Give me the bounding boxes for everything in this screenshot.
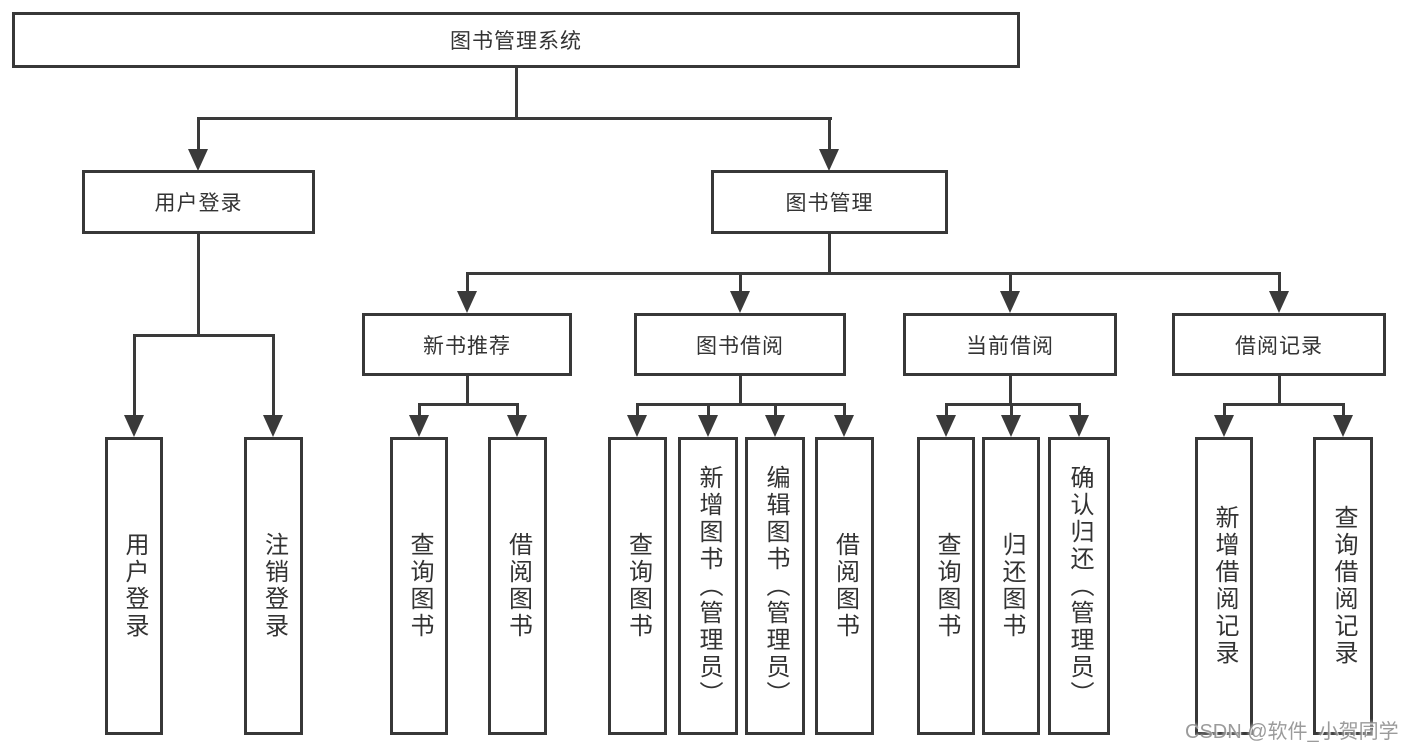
connector-drop-query-borrow-record bbox=[1342, 403, 1345, 417]
connector-drop-query-books-2 bbox=[636, 403, 639, 417]
connector-book-borrowing-stem bbox=[739, 376, 742, 406]
node-label: 用户登录 bbox=[154, 192, 243, 215]
node-label: 用户登录 bbox=[121, 532, 148, 640]
arrowhead-query-books-3 bbox=[936, 415, 956, 437]
node-label: 新增借阅记录 bbox=[1211, 505, 1238, 667]
arrowhead-query-books-2 bbox=[627, 415, 647, 437]
connector-drop-edit-books bbox=[774, 403, 777, 417]
leaf-borrow-books-2: 借阅图书 bbox=[815, 437, 874, 735]
connector-user-login-stem bbox=[197, 234, 200, 336]
connector-drop-book-management bbox=[828, 117, 831, 151]
leaf-query-books-2: 查询图书 bbox=[608, 437, 667, 735]
leaf-add-borrow-record: 新增借阅记录 bbox=[1195, 437, 1253, 735]
leaf-confirm-return-admin: 确认归还（管理员） bbox=[1048, 437, 1110, 735]
connector-borrowing-records-stem bbox=[1278, 376, 1281, 406]
watermark: CSDN @软件_小贺同学 bbox=[1185, 721, 1399, 743]
node-book-borrowing: 图书借阅 bbox=[634, 313, 846, 376]
connector-user-login-branch bbox=[133, 334, 275, 337]
connector-drop-new-book-recommendation bbox=[466, 272, 469, 292]
connector-book-management-stem bbox=[828, 234, 831, 275]
arrowhead-edit-books bbox=[765, 415, 785, 437]
connector-borrowing-records-branch bbox=[1223, 403, 1345, 406]
leaf-query-books-1: 查询图书 bbox=[390, 437, 448, 735]
arrowhead-borrow-books-1 bbox=[507, 415, 527, 437]
connector-drop-leaf-logout bbox=[272, 334, 275, 416]
node-label: 图书借阅 bbox=[696, 334, 784, 358]
connector-drop-confirm-return bbox=[1078, 403, 1081, 417]
leaf-edit-books-admin: 编辑图书（管理员） bbox=[745, 437, 805, 735]
node-label: 图书管理 bbox=[785, 192, 874, 215]
node-label: 借阅图书 bbox=[831, 532, 859, 640]
connector-root-stem bbox=[515, 68, 518, 120]
arrowhead-book-borrowing bbox=[730, 291, 750, 313]
node-label: 编辑图书（管理员） bbox=[762, 464, 789, 708]
leaf-borrow-books-1: 借阅图书 bbox=[488, 437, 547, 735]
leaf-return-books: 归还图书 bbox=[982, 437, 1040, 735]
connector-drop-current-borrowing bbox=[1009, 272, 1012, 292]
node-label: 当前借阅 bbox=[966, 334, 1054, 358]
node-label: 查询图书 bbox=[624, 532, 652, 640]
arrowhead-new-book-recommendation bbox=[457, 291, 477, 313]
connector-drop-borrow-books-2 bbox=[843, 403, 846, 417]
connector-drop-query-books-3 bbox=[945, 403, 948, 417]
node-library-management-system: 图书管理系统 bbox=[12, 12, 1020, 68]
connector-drop-query-books-1 bbox=[418, 403, 421, 417]
node-label: 归还图书 bbox=[998, 532, 1025, 640]
node-book-management: 图书管理 bbox=[711, 170, 948, 234]
connector-drop-return-books bbox=[1010, 403, 1013, 417]
connector-new-book-branch bbox=[418, 403, 519, 406]
node-label: 确认归还（管理员） bbox=[1066, 464, 1093, 708]
leaf-query-books-3: 查询图书 bbox=[917, 437, 975, 735]
arrowhead-book-management bbox=[819, 149, 839, 171]
leaf-add-books-admin: 新增图书（管理员） bbox=[678, 437, 738, 735]
arrowhead-add-books bbox=[698, 415, 718, 437]
node-label: 借阅图书 bbox=[504, 532, 532, 640]
node-current-borrowing: 当前借阅 bbox=[903, 313, 1117, 376]
connector-current-borrowing-branch bbox=[945, 403, 1081, 406]
connector-drop-borrow-books-1 bbox=[516, 403, 519, 417]
arrowhead-borrow-books-2 bbox=[834, 415, 854, 437]
connector-drop-borrowing-records bbox=[1278, 272, 1281, 292]
arrowhead-confirm-return bbox=[1069, 415, 1089, 437]
connector-current-borrowing-stem bbox=[1009, 376, 1012, 406]
arrowhead-leaf-user-login bbox=[124, 415, 144, 437]
leaf-query-borrow-record: 查询借阅记录 bbox=[1313, 437, 1373, 735]
arrowhead-add-borrow-record bbox=[1214, 415, 1234, 437]
node-new-book-recommendation: 新书推荐 bbox=[362, 313, 572, 376]
arrowhead-return-books bbox=[1001, 415, 1021, 437]
node-label: 借阅记录 bbox=[1235, 334, 1323, 358]
arrowhead-current-borrowing bbox=[1000, 291, 1020, 313]
connector-drop-book-borrowing bbox=[739, 272, 742, 292]
node-label: 查询图书 bbox=[406, 532, 433, 640]
connector-book-management-branch bbox=[466, 272, 1281, 275]
arrowhead-leaf-logout bbox=[263, 415, 283, 437]
connector-book-borrowing-branch bbox=[636, 403, 846, 406]
connector-drop-add-borrow-record bbox=[1223, 403, 1226, 417]
node-label: 查询借阅记录 bbox=[1330, 505, 1357, 667]
leaf-user-login: 用户登录 bbox=[105, 437, 163, 735]
arrowhead-query-books-1 bbox=[409, 415, 429, 437]
node-user-login: 用户登录 bbox=[82, 170, 315, 234]
connector-drop-leaf-user-login bbox=[133, 334, 136, 416]
node-label: 查询图书 bbox=[933, 532, 960, 640]
connector-root-branch bbox=[197, 117, 832, 120]
node-label: 注销登录 bbox=[260, 532, 288, 640]
node-borrowing-records: 借阅记录 bbox=[1172, 313, 1386, 376]
leaf-logout: 注销登录 bbox=[244, 437, 303, 735]
arrowhead-query-borrow-record bbox=[1333, 415, 1353, 437]
node-label: 图书管理系统 bbox=[450, 30, 582, 53]
connector-drop-user-login bbox=[197, 117, 200, 151]
arrowhead-user-login bbox=[188, 149, 208, 171]
connector-new-book-stem bbox=[466, 376, 469, 406]
arrowhead-borrowing-records bbox=[1269, 291, 1289, 313]
connector-drop-add-books bbox=[707, 403, 710, 417]
node-label: 新增图书（管理员） bbox=[695, 464, 722, 708]
node-label: 新书推荐 bbox=[423, 334, 511, 358]
